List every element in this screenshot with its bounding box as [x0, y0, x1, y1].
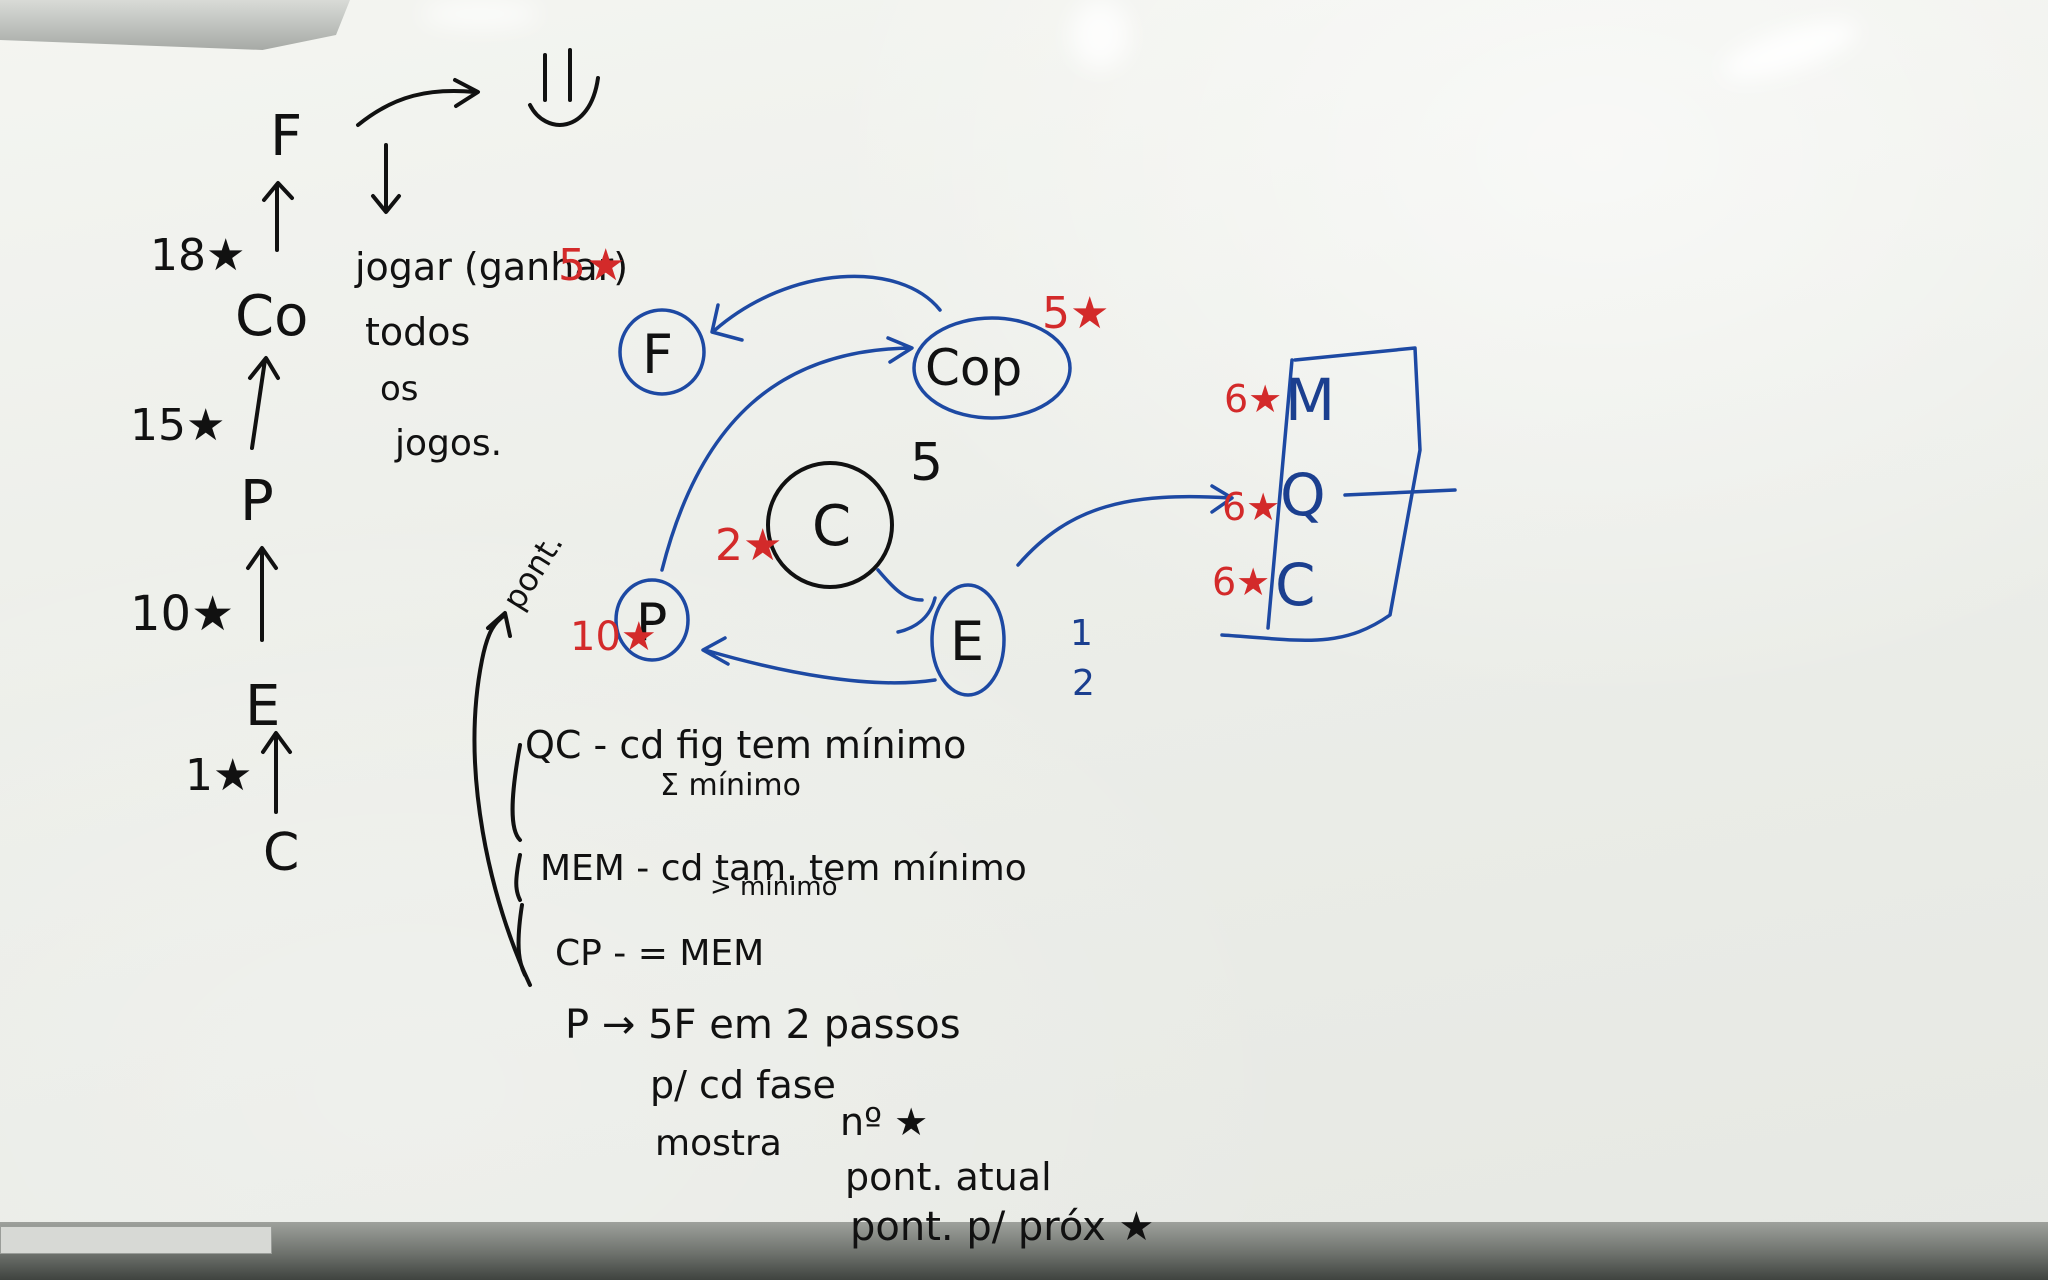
c-count: 5	[910, 433, 943, 493]
arrow-up	[261, 731, 292, 814]
arrow-e-to-p	[701, 636, 937, 685]
node-c-circle	[766, 461, 894, 589]
smiley	[528, 48, 600, 127]
box-item-c: C	[1275, 551, 1316, 619]
arrow-c-to-e	[876, 568, 937, 634]
arrow-e-to-box	[1016, 484, 1234, 567]
bottom-notes: QC - cd fig tem mínimo Σ mínimo MEM - cd…	[525, 723, 1154, 1250]
node-p: P	[636, 593, 667, 653]
star-count-15: 15★	[130, 400, 225, 451]
e-side-2: 2	[1072, 663, 1095, 704]
note-qc-2: Σ mínimo	[660, 768, 801, 803]
star-cop: 5★	[1042, 288, 1109, 339]
note-cp: CP - = MEM	[555, 933, 764, 974]
chain-node-c: C	[263, 823, 299, 883]
node-c: C	[812, 494, 851, 559]
chain-node-f: F	[270, 104, 302, 169]
note-jogar: jogar (ganhar)	[354, 245, 628, 289]
chain-node-co: Co	[235, 284, 308, 349]
arrow-cop-to-f	[710, 274, 942, 342]
arrow-up	[246, 546, 278, 642]
pont-label: pont.	[495, 526, 571, 616]
note-pont-prox: pont. p/ próx ★	[850, 1204, 1154, 1250]
note-os: os	[380, 369, 419, 409]
note-todos: todos	[365, 310, 470, 354]
top-note: jogar (ganhar) todos os jogos.	[354, 48, 628, 464]
note-pont-atual: pont. atual	[845, 1155, 1052, 1199]
minigames-box	[1220, 346, 1422, 642]
marker-tray-bottom	[0, 1222, 2048, 1280]
e-side-1: 1	[1070, 613, 1093, 654]
arrow-p-to-cop	[660, 336, 914, 572]
star-count-18: 18★	[150, 230, 245, 281]
node-f: F	[642, 323, 673, 386]
brace	[510, 743, 527, 977]
chain-node-p: P	[240, 469, 274, 534]
arrow-up	[262, 181, 294, 252]
eraser	[0, 1226, 272, 1254]
box-star-q: 6★	[1222, 485, 1280, 529]
arrow-right	[356, 78, 480, 127]
box-item-q: Q	[1280, 461, 1326, 529]
star-f: 5★	[558, 240, 625, 291]
note-mem-2: > mínimo	[710, 872, 838, 902]
note-pcd: p/ cd fase	[650, 1063, 836, 1107]
left-chain: F Co P E C 18★ 15★ 10★ 1★	[130, 104, 308, 883]
node-e-circle	[930, 583, 1006, 697]
node-cop: Cop	[925, 339, 1022, 397]
star-count-1: 1★	[185, 750, 252, 801]
light-glare	[1070, 0, 1130, 70]
note-n-star: nº ★	[840, 1100, 928, 1144]
node-p-circle	[614, 578, 690, 662]
arrow-down	[371, 143, 401, 214]
node-f-circle	[618, 308, 706, 396]
note-mem: MEM - cd tam. tem mínimo	[540, 848, 1027, 889]
star-p: 10★	[570, 614, 657, 660]
light-glare	[420, 0, 540, 28]
note-jogos: jogos.	[394, 423, 502, 464]
arrow-up	[248, 356, 280, 450]
arrow-notes-to-p	[472, 611, 532, 987]
node-cop-ellipse	[912, 316, 1072, 420]
node-e: E	[950, 610, 984, 673]
note-mostra: mostra	[655, 1123, 782, 1164]
star-count-10: 10★	[130, 586, 234, 642]
note-p: P → 5F em 2 passos	[565, 1002, 961, 1048]
box-star-m: 6★	[1224, 377, 1282, 421]
chain-node-e: E	[245, 674, 280, 739]
box-line	[1343, 488, 1457, 497]
box-item-m: M	[1285, 366, 1335, 434]
star-c: 2★	[715, 520, 782, 571]
note-qc: QC - cd fig tem mínimo	[525, 723, 966, 767]
box-star-c: 6★	[1212, 560, 1270, 604]
marker-tray-top	[0, 0, 350, 50]
